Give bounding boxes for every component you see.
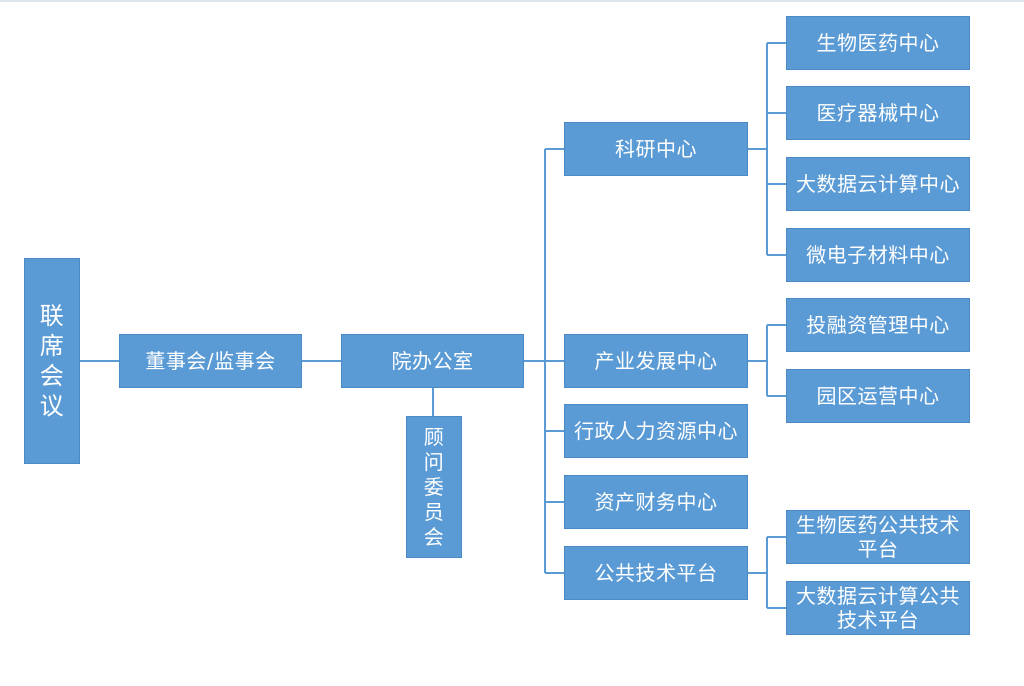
node-research: 科研中心 bbox=[564, 122, 748, 176]
node-park: 园区运营中心 bbox=[786, 369, 970, 423]
node-microelectronics-label: 微电子材料中心 bbox=[806, 243, 950, 267]
node-big-data-label: 大数据云计算中心 bbox=[796, 172, 960, 196]
top-rule bbox=[0, 0, 1024, 2]
node-data-platform-label: 大数据云计算公共技术平台 bbox=[796, 584, 960, 632]
node-board-label: 董事会/监事会 bbox=[145, 349, 276, 373]
node-finance: 资产财务中心 bbox=[564, 475, 748, 529]
node-med-device: 医疗器械中心 bbox=[786, 86, 970, 140]
node-advisory: 顾问委员会 bbox=[406, 416, 462, 558]
node-office-label: 院办公室 bbox=[391, 349, 474, 373]
node-bio-platform-label: 生物医药公共技术平台 bbox=[796, 513, 960, 561]
node-bio-pharma: 生物医药中心 bbox=[786, 16, 970, 70]
node-joint-meeting: 联席会议 bbox=[24, 258, 80, 464]
node-invest-label: 投融资管理中心 bbox=[806, 313, 950, 337]
node-park-label: 园区运营中心 bbox=[816, 384, 940, 408]
node-data-platform: 大数据云计算公共技术平台 bbox=[786, 581, 970, 635]
node-bio-pharma-label: 生物医药中心 bbox=[816, 31, 940, 55]
node-bio-platform: 生物医药公共技术平台 bbox=[786, 510, 970, 564]
node-finance-label: 资产财务中心 bbox=[594, 490, 718, 514]
node-research-label: 科研中心 bbox=[615, 137, 697, 161]
node-joint-meeting-label: 联席会议 bbox=[39, 302, 65, 420]
node-med-device-label: 医疗器械中心 bbox=[816, 101, 940, 125]
node-hr-label: 行政人力资源中心 bbox=[574, 419, 738, 443]
node-platform-label: 公共技术平台 bbox=[594, 561, 718, 585]
node-platform: 公共技术平台 bbox=[564, 546, 748, 600]
node-microelectronics: 微电子材料中心 bbox=[786, 228, 970, 282]
node-office: 院办公室 bbox=[341, 334, 524, 388]
node-advisory-label: 顾问委员会 bbox=[423, 424, 445, 549]
node-industry-label: 产业发展中心 bbox=[594, 349, 718, 373]
node-hr: 行政人力资源中心 bbox=[564, 404, 748, 458]
node-board: 董事会/监事会 bbox=[119, 334, 302, 388]
node-big-data: 大数据云计算中心 bbox=[786, 157, 970, 211]
node-invest: 投融资管理中心 bbox=[786, 298, 970, 352]
node-industry: 产业发展中心 bbox=[564, 334, 748, 388]
